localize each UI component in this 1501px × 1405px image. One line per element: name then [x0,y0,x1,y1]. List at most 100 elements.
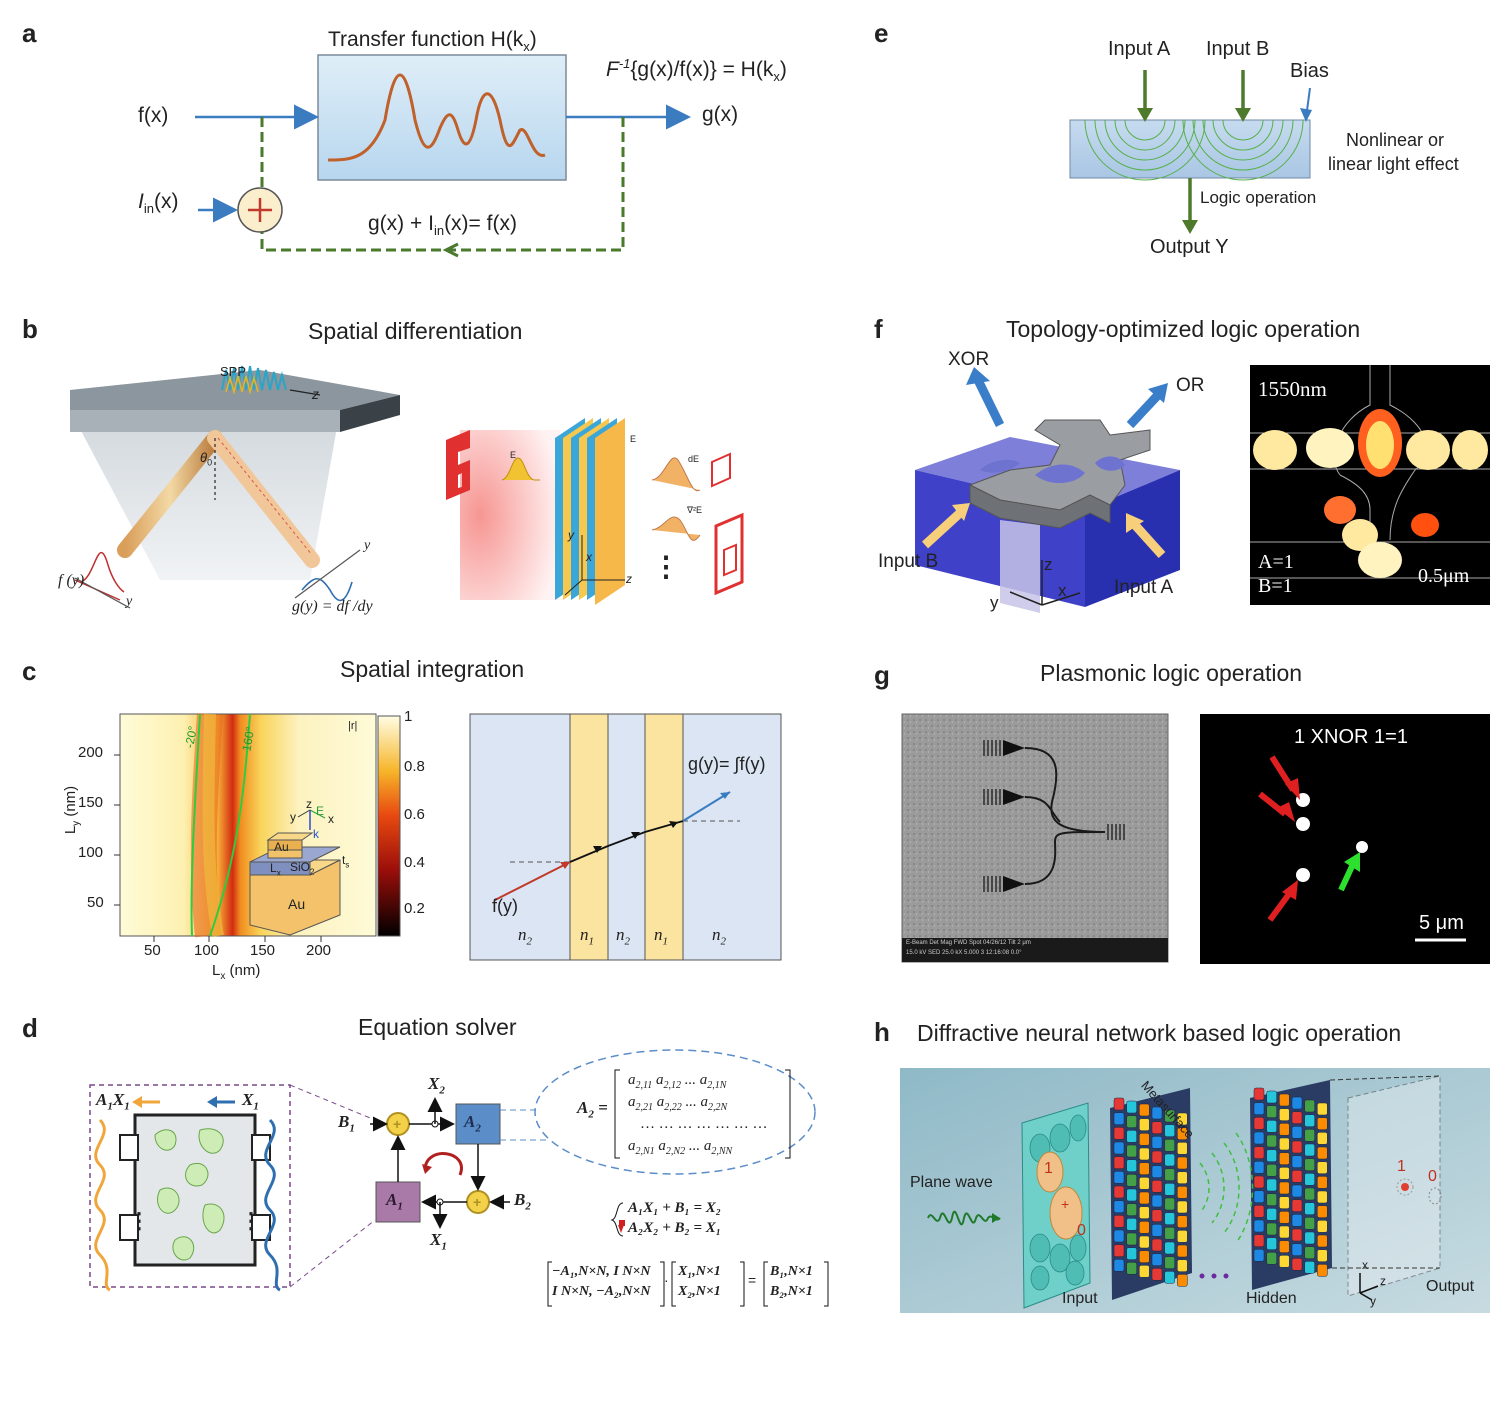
metasurface-pillar [1266,1134,1277,1148]
metasurface-pillar [1317,1234,1328,1248]
title-d: Equation solver [358,1014,517,1040]
metasurface-pillar [1151,1165,1163,1178]
metasurface-pillar [1304,1143,1315,1157]
metasurface-pillar [1279,1108,1290,1121]
metasurface-pillar [1279,1123,1290,1136]
effect-line-2: linear light effect [1328,154,1459,174]
input-a-label: Input A [1108,38,1171,60]
metasurface-pillar [1279,1181,1290,1195]
metasurface-pillar [1279,1137,1290,1151]
label-B1: B1 [338,1112,355,1135]
title-f: Topology-optimized logic operation [1006,316,1361,342]
cbar-tick-1: 1 [404,708,413,725]
effect-line-1: Nonlinear or [1346,130,1445,150]
panel-label-b: b [22,314,38,344]
h-axis-z: z [1380,1274,1386,1288]
output-label: g(x) [702,103,739,126]
reflected-beam [207,430,320,568]
multilayer-slab [555,418,625,605]
metasurface-pillar [1126,1203,1137,1216]
metasurface-pillar [1291,1258,1303,1271]
metasurface-pillar [1317,1176,1328,1189]
cbar-title: |r| [348,720,358,732]
metasurface-pillar [1177,1274,1188,1287]
c-ytick-200: 200 [78,744,104,761]
metasurface-pillar [1317,1102,1328,1116]
matrix-row-2: a2,21 a2,22 ... a2,2N [628,1094,728,1113]
panel-label-c: c [22,656,37,686]
g-scale: 5 μm [1419,912,1464,934]
vector-x1: X₁,N×1 [678,1264,721,1279]
input-digit-1: 1 [1044,1160,1053,1177]
panel-a: Transfer function H(kx) F-1{g(x)/f(x)} =… [0,0,860,300]
metasurface-pillar [1266,1252,1277,1265]
fy-label: f (y) [58,572,85,589]
slab-axis-y: y [568,528,574,542]
panel-label-d: d [22,1013,38,1043]
output-label-h: Output [1426,1278,1475,1295]
panel-h: Plane wave Input Metasurface Hidden Outp… [900,1068,1490,1313]
metasurface-pillar [1164,1241,1175,1255]
metasurface-pillar [1126,1262,1137,1275]
metasurface-pillar [1266,1105,1277,1118]
title-c: Spatial integration [340,656,525,682]
matrix-row-4: a2,N1 a2,N2 ... a2,NN [628,1138,733,1157]
slab-axis-x: x [586,550,592,564]
inset-au-top: Au [274,840,289,854]
metasurface-pillar [1291,1170,1303,1183]
metasurface-pillar [1139,1250,1150,1263]
layer-n1-a: n1 [580,925,594,948]
layer-n2-b: n2 [616,925,630,948]
metasurface-pillar [1253,1234,1265,1247]
label-X1-bottom: X1 [430,1230,447,1253]
sem-footer-2: 15.0 kV SED 25.0 kX 5.000 3 12:16:08 0.0… [906,950,1022,956]
metasurface-pillar [1304,1129,1315,1142]
output-digit-0: 0 [1428,1168,1437,1185]
c-xtick-100: 100 [194,942,220,959]
metasurface-pillar [1151,1106,1163,1120]
metasurface-pillar [1139,1147,1150,1161]
h-background [900,1068,1490,1313]
metasurface-pillar [1139,1162,1150,1175]
metasurface-pillar [1113,1141,1125,1155]
output-plane [1347,1075,1441,1297]
scale-label: 0.5μm [1418,565,1470,587]
metasurface-pillar [1317,1264,1328,1277]
dot-product: · [664,1272,669,1288]
svg-text:+: + [393,1116,401,1132]
matrix-row-1: a2,11 a2,12 ... a2,1N [628,1072,727,1091]
metasurface-pillar [1291,1140,1303,1154]
metasurface-pillar [1177,1156,1188,1170]
c-ytick-150: 150 [78,794,104,811]
panel-g: E-Beam Det Mag FWD Spot 04/26/12 Tilt 2 … [900,712,1490,972]
title-h: Diffractive neural network based logic o… [917,1020,1402,1046]
metasurface-pillar [1113,1229,1125,1243]
e-out-label: E [630,434,637,444]
integrator-box [469,713,782,961]
metasurface-pillar [1151,1209,1163,1222]
metasurface-pillar [1177,1230,1188,1243]
metasurface-pillar [1253,1102,1265,1115]
metasurface-pillar [1317,1161,1328,1174]
label-A2: A2 [464,1112,481,1135]
metasurface-pillar [1304,1202,1315,1215]
xor-label: XOR [948,349,990,370]
matrix-row-3: … … … … … … … [640,1116,768,1132]
feedback-equation: g(x) + Iin(x)= f(x) [368,212,517,239]
metasurface-pillar [1164,1197,1175,1211]
panel-label-g: g [874,660,890,690]
contour-minus20 [190,713,201,937]
panel-b-diagram [70,365,744,609]
spp-waves [221,365,287,395]
metasurface-pillar [1139,1177,1150,1190]
field-hotspots [1253,409,1488,578]
integrator-input: f(y) [492,896,518,916]
metasurface-pillar [1279,1167,1290,1180]
panel-a-diagram [195,54,691,258]
input-digit-0: 0 [1077,1222,1086,1239]
panel-c-heatmap [114,713,782,961]
colorbar [377,715,401,937]
panel-f-diagram [915,365,1490,613]
metasurface-pillar [1317,1132,1328,1145]
